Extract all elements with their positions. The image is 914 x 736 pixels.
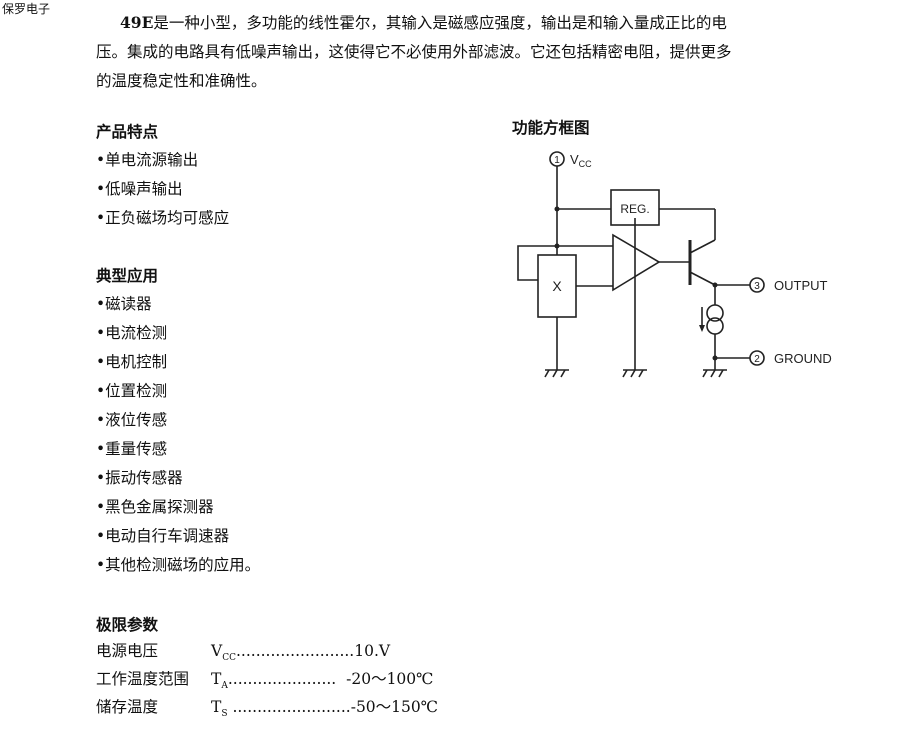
ground-symbol-icon bbox=[702, 369, 727, 378]
transistor-collector bbox=[689, 239, 716, 254]
intro-text: 是一种小型，多功能的线性霍尔，其输入是磁感应强度，输出是和输入量成正比的电压。集… bbox=[96, 14, 732, 90]
list-item: •液位传感 bbox=[96, 411, 168, 429]
features-title: 产品特点 bbox=[96, 123, 159, 141]
list-item: •电流检测 bbox=[96, 324, 168, 342]
applications-title: 典型应用 bbox=[96, 267, 159, 285]
current-source-circle bbox=[706, 304, 724, 322]
list-item: •正负磁场均可感应 bbox=[96, 209, 230, 227]
model-number: 49E bbox=[120, 13, 154, 32]
arrow-head-icon bbox=[699, 325, 705, 332]
wire bbox=[517, 245, 613, 281]
output-label: OUTPUT bbox=[774, 278, 828, 293]
ground-symbol-icon bbox=[622, 369, 647, 378]
regulator-box bbox=[610, 189, 660, 226]
intro-paragraph: 49E是一种小型，多功能的线性霍尔，其输入是磁感应强度，输出是和输入量成正比的电… bbox=[96, 8, 736, 96]
list-item: •电机控制 bbox=[96, 353, 168, 371]
junction-dot bbox=[554, 206, 560, 212]
list-item: •低噪声输出 bbox=[96, 180, 183, 198]
pin-2-icon bbox=[749, 350, 765, 366]
vcc-label: VCC bbox=[570, 152, 592, 169]
ground-label: GROUND bbox=[774, 351, 832, 366]
amplifier-triangle bbox=[612, 233, 661, 292]
ground-symbol-icon bbox=[544, 369, 569, 378]
list-item: •单电流源输出 bbox=[96, 151, 199, 169]
pin-1-icon bbox=[549, 151, 565, 167]
junction-dot bbox=[712, 282, 718, 288]
hall-label: X bbox=[552, 278, 562, 294]
transistor-emitter bbox=[689, 271, 716, 286]
functional-block-diagram: 1 VCC REG. X 3 OUTPUT 2 GROUND bbox=[517, 151, 832, 378]
applications-list: •磁读器 •电流检测 •电机控制 •位置检测 •液位传感 •重量传感 •振动传感… bbox=[96, 290, 260, 580]
junction-dot bbox=[554, 243, 560, 249]
list-item: •重量传感 bbox=[96, 440, 168, 458]
features-list: •单电流源输出 •低噪声输出 •正负磁场均可感应 bbox=[96, 146, 229, 233]
pin-1-number: 1 bbox=[554, 155, 560, 166]
company-logo-text: 保罗电子 bbox=[2, 2, 51, 16]
list-item: •振动传感器 bbox=[96, 469, 183, 487]
diagram-title: 功能方框图 bbox=[512, 119, 590, 137]
junction-dot bbox=[712, 355, 718, 361]
list-item: •电动自行车调速器 bbox=[96, 527, 230, 545]
pin-3-icon bbox=[749, 277, 765, 293]
list-item: •其他检测磁场的应用。 bbox=[96, 556, 261, 574]
reg-label: REG. bbox=[620, 202, 649, 216]
limits-title: 极限参数 bbox=[96, 616, 159, 634]
pin-2-number: 2 bbox=[754, 354, 760, 365]
list-item: •黑色金属探测器 bbox=[96, 498, 214, 516]
list-item: •磁读器 bbox=[96, 295, 152, 313]
pin-3-number: 3 bbox=[754, 281, 760, 292]
list-item: •位置检测 bbox=[96, 382, 168, 400]
